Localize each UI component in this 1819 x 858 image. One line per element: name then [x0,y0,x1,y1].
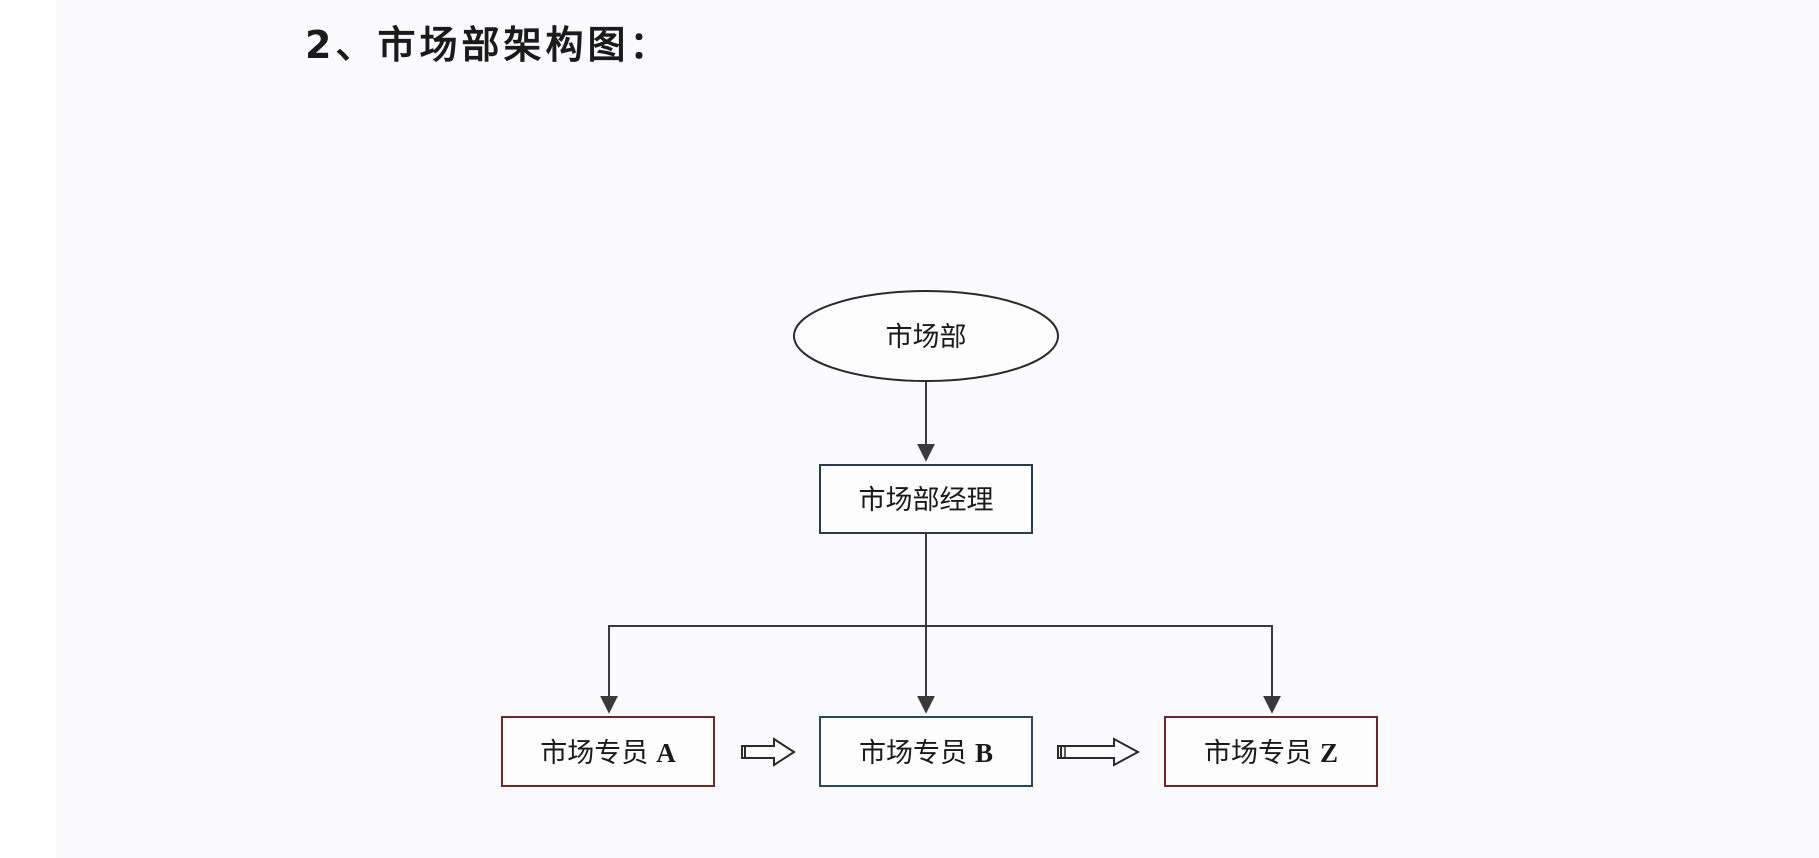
flow-arrow-b-to-z [1057,737,1141,767]
node-label-staff-a: 市场专员 A [540,738,676,769]
box-shape [819,464,1033,534]
box-shape [819,716,1033,787]
label-suffix: B [975,738,993,768]
label-prefix: 市场专员 [1204,738,1312,769]
node-label-manager: 市场部经理 [859,485,994,516]
label-suffix: A [656,738,676,768]
ellipse-shape [793,290,1059,382]
node-staff-a: 市场专员 A [501,716,715,787]
paper-sheet [56,0,1819,858]
node-staff-b: 市场专员 B [819,716,1033,787]
node-label-staff-b: 市场专员 B [859,738,993,769]
node-staff-z: 市场专员 Z [1164,716,1378,787]
block-arrow-icon [741,737,796,767]
node-label-staff-z: 市场专员 Z [1204,738,1338,769]
block-arrow-icon [1057,737,1141,767]
box-shape [501,716,715,787]
scan-margin [0,0,56,858]
label-suffix: Z [1320,738,1338,768]
flow-arrow-a-to-b [741,737,796,767]
node-label-root: 市场部 [886,322,967,353]
label-prefix: 市场专员 [540,738,648,769]
box-shape [1164,716,1378,787]
page-title: 2、市场部架构图： [305,23,672,67]
node-department-manager: 市场部经理 [819,464,1033,534]
label-prefix: 市场专员 [859,738,967,769]
node-market-department: 市场部 [793,290,1059,382]
